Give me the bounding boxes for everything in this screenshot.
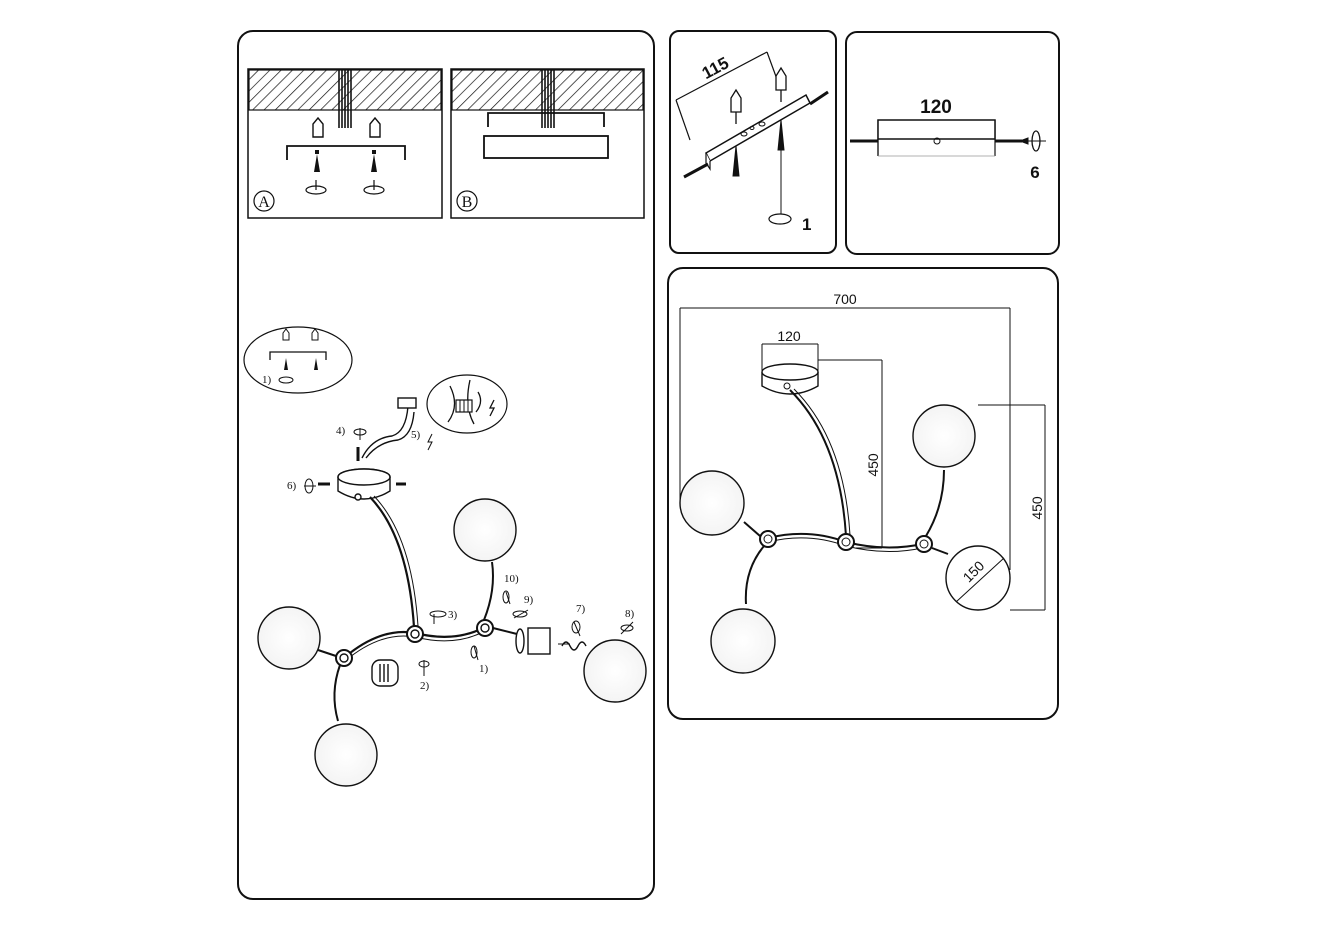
globe-shade bbox=[257, 498, 647, 787]
wiring-detail bbox=[426, 374, 508, 434]
callout-2: 2) bbox=[420, 680, 430, 692]
bracket-diagram: 115 1 bbox=[675, 51, 829, 234]
callout-5: 5) bbox=[411, 429, 421, 441]
globe-shade bbox=[679, 404, 1011, 674]
step-a-label: A bbox=[258, 194, 270, 211]
inset-bracket-detail: 1) bbox=[243, 326, 353, 394]
exploded-assembly bbox=[317, 397, 587, 722]
assembly-callouts: 1) 2) 3) 4) 5) 6) 7) 8) 9) 10) bbox=[287, 425, 635, 692]
callout-9: 9) bbox=[524, 594, 534, 606]
callout-1: 1) bbox=[479, 663, 489, 675]
bracket-panel bbox=[669, 30, 837, 254]
canopy-diagram: 120 6 bbox=[850, 97, 1046, 182]
callout-7: 7) bbox=[576, 603, 586, 615]
canopy-shape bbox=[483, 135, 609, 159]
step-b-label: B bbox=[462, 194, 473, 211]
step-a-badge bbox=[253, 190, 275, 212]
globe-diameter-label: 150 bbox=[960, 557, 988, 585]
callout-3: 3) bbox=[448, 609, 458, 621]
inset-step-label: 1) bbox=[262, 374, 272, 386]
rotate-icon bbox=[305, 180, 385, 195]
screw-icon bbox=[314, 150, 377, 172]
wall-plug-icon bbox=[312, 116, 381, 138]
overall-width-label: 700 bbox=[833, 291, 857, 307]
bracket-outline bbox=[286, 145, 406, 160]
callout-4: 4) bbox=[336, 425, 346, 437]
callout-6: 6) bbox=[287, 480, 297, 492]
dimension-drawing: 700 120 450 450 150 bbox=[679, 291, 1046, 611]
bracket-screw-qty: 1 bbox=[802, 215, 811, 234]
canopy-diameter-label: 120 bbox=[777, 328, 801, 344]
drop-height-label: 450 bbox=[865, 453, 881, 477]
callout-10: 10) bbox=[504, 573, 519, 585]
step-a-diagram: A bbox=[247, 68, 443, 219]
step-b-diagram: B bbox=[450, 68, 645, 219]
canopy-screw-qty: 6 bbox=[1030, 163, 1039, 182]
canopy-width-label: 120 bbox=[920, 97, 952, 118]
callout-8: 8) bbox=[625, 608, 635, 620]
step-b-badge bbox=[456, 190, 478, 212]
bracket-spacing-label: 115 bbox=[699, 53, 732, 83]
rotate-icon bbox=[304, 428, 634, 676]
globe-height-label: 450 bbox=[1029, 496, 1045, 520]
wire-bundle bbox=[338, 70, 352, 128]
